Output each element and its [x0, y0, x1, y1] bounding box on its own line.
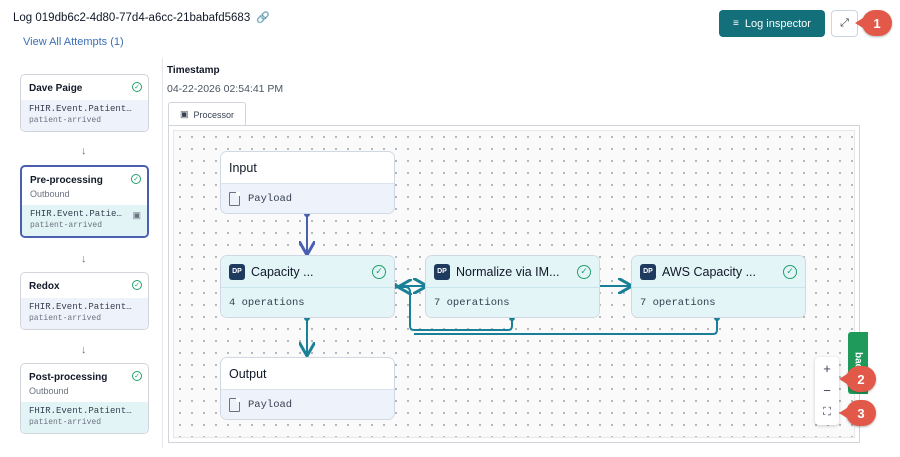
check-icon: ✓	[131, 174, 141, 184]
step-card-pre-processing[interactable]: Pre-processing Outbound ✓ FHIR.Event.Pat…	[20, 165, 149, 238]
step-tag: patient-arrived	[29, 314, 102, 323]
node-capacity-title: Capacity ...	[251, 264, 314, 279]
node-aws-title: AWS Capacity ...	[662, 264, 757, 279]
link-icon[interactable]: 🔗	[256, 12, 270, 24]
step-card-post-processing[interactable]: Post-processing Outbound ✓ FHIR.Event.Pa…	[20, 363, 149, 434]
steps-panel	[3, 58, 163, 448]
step-event: FHIR.Event.Patient…	[29, 406, 132, 416]
document-icon	[229, 398, 240, 412]
node-input-body: Payload	[248, 193, 293, 205]
dp-badge: DP	[434, 263, 450, 280]
node-capacity[interactable]: DP Capacity ... ✓ 4 operations	[220, 255, 395, 318]
tab-processor[interactable]: ▣ Processor	[168, 102, 246, 126]
step-event: FHIR.Event.Patient…	[29, 302, 132, 312]
step-title: Pre-processing	[30, 175, 103, 186]
node-input[interactable]: Input Payload	[220, 151, 395, 214]
node-capacity-body: 4 operations	[229, 297, 305, 309]
check-icon: ✓	[132, 371, 142, 381]
node-normalize-title: Normalize via IM...	[456, 264, 560, 279]
node-aws[interactable]: DP AWS Capacity ... ✓ 7 operations	[631, 255, 806, 318]
callout-3: 3	[839, 400, 876, 426]
check-icon: ✓	[132, 280, 142, 290]
step-card-dave-paige[interactable]: Dave Paige ✓ FHIR.Event.Patient… patient…	[20, 74, 149, 132]
node-normalize-body: 7 operations	[434, 297, 510, 309]
node-output-title: Output	[229, 366, 267, 381]
expand-icon: ⤢	[840, 17, 849, 29]
step-event: FHIR.Event.Patient…	[29, 104, 132, 114]
copy-icon[interactable]: ▣	[132, 210, 141, 220]
document-icon	[229, 192, 240, 206]
tab-processor-label: Processor	[193, 109, 235, 120]
step-tag: patient-arrived	[29, 116, 102, 125]
view-all-attempts-link[interactable]: View All Attempts (1)	[23, 36, 124, 48]
timestamp-value: 04-22-2026 02:54:41 PM	[167, 83, 284, 95]
step-card-redox[interactable]: Redox ✓ FHIR.Event.Patient… patient-arri…	[20, 272, 149, 330]
timestamp-label: Timestamp	[167, 65, 220, 76]
node-aws-body: 7 operations	[640, 297, 716, 309]
down-arrow-icon: ↓	[81, 344, 87, 356]
log-title: Log 019db6c2-4d80-77d4-a6cc-21babafd5683…	[13, 11, 270, 25]
step-title: Post-processing	[29, 372, 108, 383]
log-title-text: Log 019db6c2-4d80-77d4-a6cc-21babafd5683	[13, 11, 251, 24]
node-input-title: Input	[229, 160, 257, 175]
fit-view-button[interactable]: ⛶	[823, 405, 831, 418]
log-inspector-button[interactable]: ≡ Log inspector	[719, 10, 825, 37]
node-normalize[interactable]: DP Normalize via IM... ✓ 7 operations	[425, 255, 600, 318]
callout-2: 2	[839, 366, 876, 392]
dp-badge: DP	[229, 263, 245, 280]
zoom-in-button[interactable]: +	[823, 360, 831, 376]
check-icon: ✓	[372, 264, 386, 279]
zoom-controls: + − ⛶	[815, 357, 839, 425]
expand-button[interactable]: ⤢	[831, 10, 858, 37]
node-output-body: Payload	[248, 399, 293, 411]
step-tag: patient-arrived	[30, 221, 103, 230]
zoom-out-button[interactable]: −	[823, 382, 831, 398]
down-arrow-icon: ↓	[81, 145, 87, 157]
check-icon: ✓	[577, 264, 591, 279]
node-output[interactable]: Output Payload	[220, 357, 395, 420]
list-icon: ≡	[733, 18, 739, 29]
check-icon: ✓	[783, 264, 797, 279]
step-title: Dave Paige	[29, 83, 83, 94]
step-subtitle: Outbound	[30, 189, 70, 199]
step-subtitle: Outbound	[29, 386, 69, 396]
check-icon: ✓	[132, 82, 142, 92]
step-event: FHIR.Event.Patie…	[30, 209, 122, 219]
step-title: Redox	[29, 281, 60, 292]
dp-badge: DP	[640, 263, 656, 280]
processor-icon: ▣	[179, 109, 189, 119]
log-inspector-label: Log inspector	[744, 17, 811, 30]
step-tag: patient-arrived	[29, 418, 102, 427]
callout-1: 1	[855, 10, 892, 36]
down-arrow-icon: ↓	[81, 253, 87, 265]
